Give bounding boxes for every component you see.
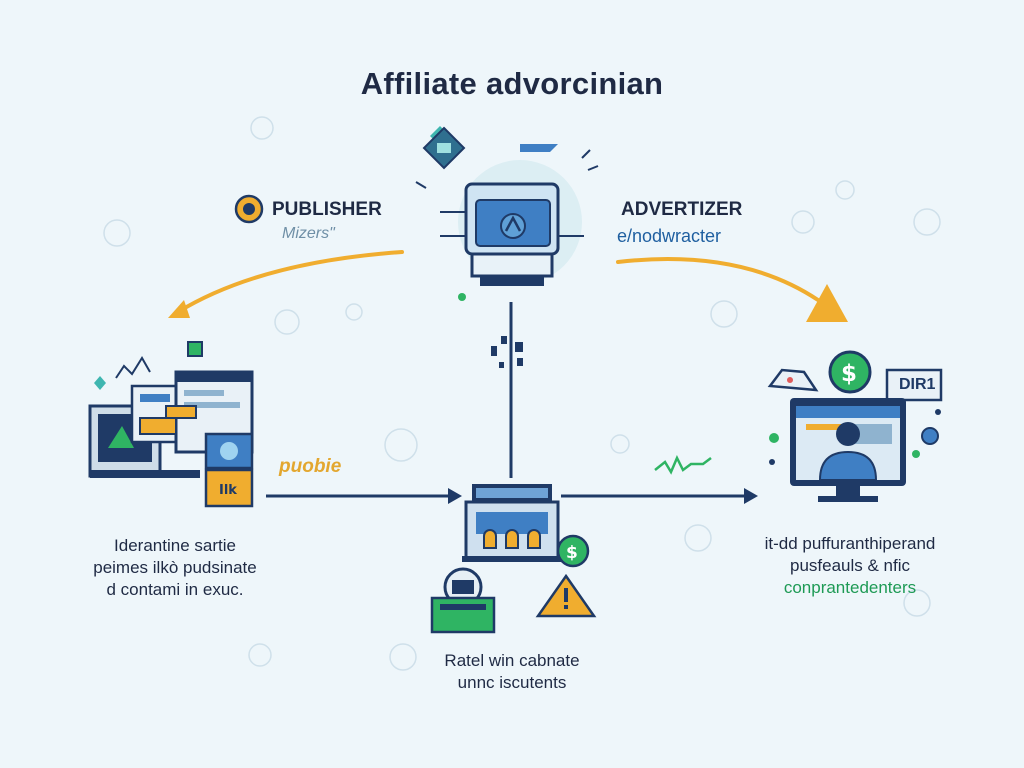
- svg-text:Ilk: Ilk: [219, 483, 237, 498]
- right-caption-line-3: conprantedenters: [783, 578, 917, 597]
- bottom-caption-line-1: Ratel win cabnate: [444, 651, 580, 670]
- arrow-to-advertiser: [616, 257, 820, 302]
- signal-squiggle-icon: [654, 455, 712, 475]
- svg-text:$: $: [566, 543, 578, 563]
- publisher-label: PUBLISHER: [272, 199, 382, 220]
- publisher-sub: Mizers": [282, 225, 335, 242]
- monitor-tag: DIR1: [899, 376, 936, 393]
- left-caption-line-3: d contami in exuc.: [106, 580, 244, 599]
- arrow-to-publisher: [176, 250, 404, 314]
- orange-triangle-icon: [806, 284, 848, 322]
- bottom-caption-line-2: unnc iscutents: [457, 673, 567, 692]
- svg-text:$: $: [841, 361, 857, 387]
- right-caption-line-1: it-dd puffuranthiperand: [764, 534, 936, 553]
- advertiser-sub: e/nodwracter: [617, 226, 722, 246]
- left-caption: Iderantine sartie peimes ilkò pudsinate …: [60, 535, 290, 601]
- right-caption: it-dd puffuranthiperand pusfeauls & nfic…: [720, 533, 980, 599]
- right-caption-line-2: pusfeauls & nfic: [789, 556, 910, 575]
- diagram-title: Affiliate advorcinian: [360, 66, 664, 101]
- left-caption-line-1: Iderantine sartie: [114, 536, 236, 555]
- bottom-caption: Ratel win cabnate unnc iscutents: [402, 650, 622, 694]
- left-caption-line-2: peimes ilkò pudsinate: [93, 558, 257, 577]
- cookie-label: puobie: [279, 456, 342, 477]
- advertiser-label: ADVERTIZER: [621, 199, 743, 220]
